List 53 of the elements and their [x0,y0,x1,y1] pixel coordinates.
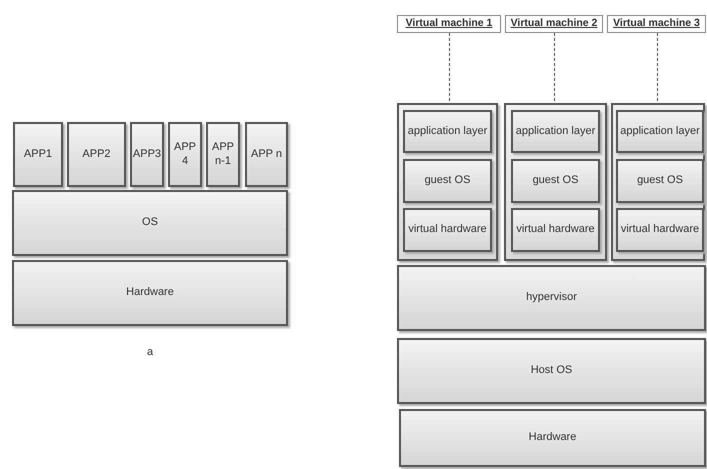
layer-box [616,110,704,153]
layer-box [245,122,288,187]
layer-label: Virtual machine 2 [510,17,598,31]
layer-label: Hardware [126,286,174,300]
layer-label: virtual hardware [516,223,595,237]
layer-box [13,122,63,187]
layer-label: APP1 [24,148,52,162]
layer-label: Virtual machine 1 [406,17,492,31]
layer-box [168,122,202,187]
layer-label: APP n [251,148,282,162]
layer-box [616,159,704,203]
layer-label: OS [142,216,158,230]
layer-box [12,260,288,326]
layer-box [397,338,706,404]
layer-box [511,159,600,203]
layer-label: application layer [620,124,700,138]
layer-label: Virtual machine 3 [613,17,700,31]
machine-panel [504,103,607,261]
connector-line [657,32,658,104]
layer-label: guest OS [532,174,578,188]
layer-box [67,122,126,187]
layer-label: Hardware [528,431,576,445]
layer-box [399,409,706,467]
layer-box [616,208,704,252]
layer-label: virtual hardware [620,223,700,237]
layer-box [403,208,492,252]
layer-label: APP 4 [172,140,197,168]
layer-box [403,159,492,203]
machine-panel [611,103,705,261]
layer-label: application layer [408,124,488,138]
layer-label: application layer [516,124,596,138]
layer-box [130,122,164,187]
machine-tag [607,15,706,33]
layer-box [511,208,600,252]
layer-label: APP3 [132,148,162,162]
layer-label: guest OS [424,174,470,188]
layer-label: hypervisor [526,291,577,305]
layer-label: APP n-1 [210,140,235,168]
layer-box [397,265,706,331]
connector-line [554,32,555,104]
figure-label: a [147,346,154,358]
machine-tag [505,15,603,33]
machine-tag [397,15,501,33]
layer-box [206,122,240,187]
machine-panel [397,103,498,261]
layer-box [511,110,600,153]
connector-line [449,32,450,104]
layer-label: Host OS [530,364,572,378]
layer-box [12,190,288,256]
layer-label: virtual hardware [408,223,487,237]
layer-box [403,110,492,153]
layer-label: APP2 [82,148,111,162]
layer-label: guest OS [637,174,683,188]
